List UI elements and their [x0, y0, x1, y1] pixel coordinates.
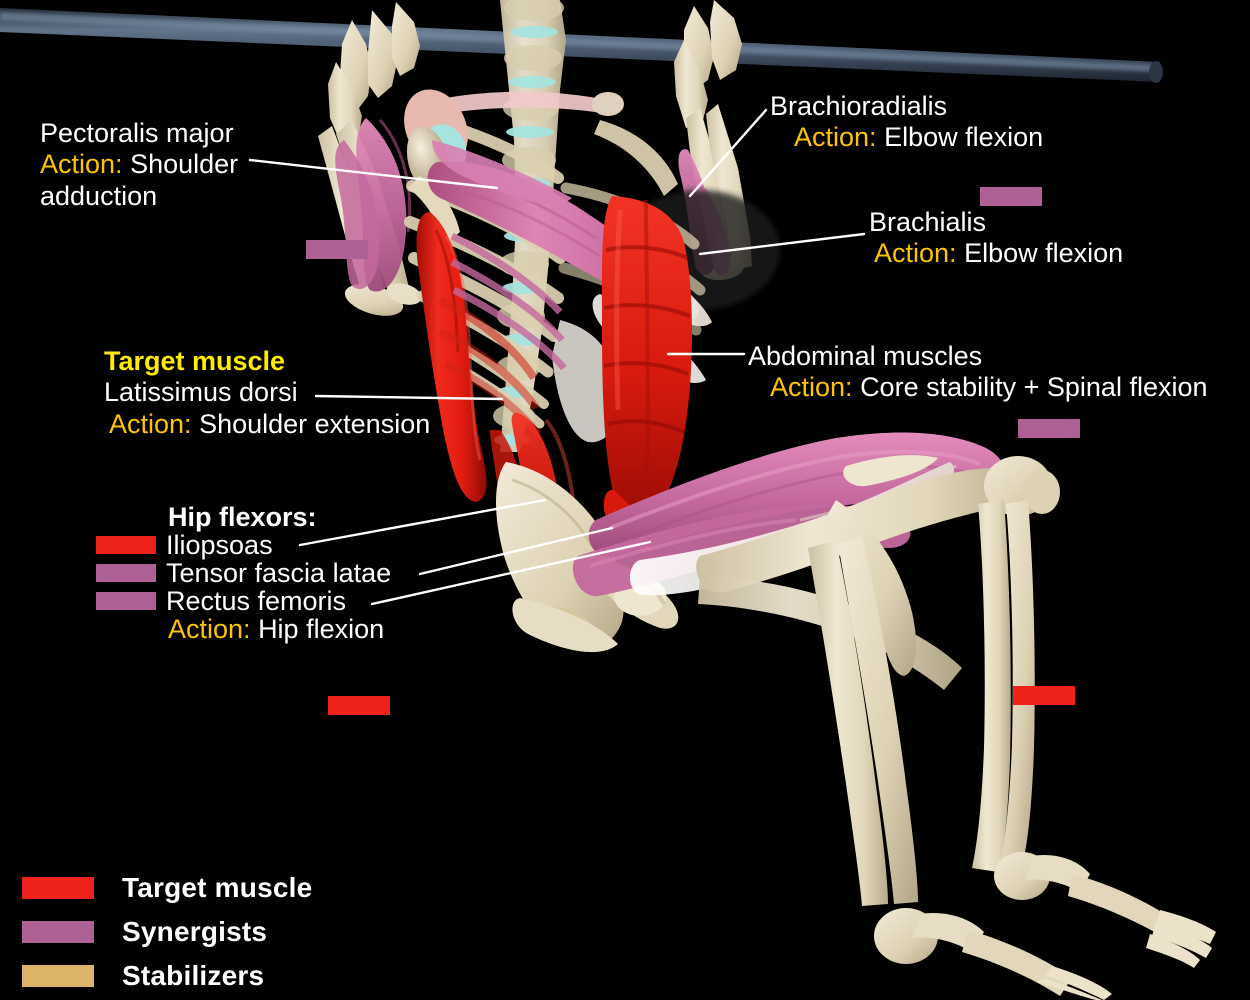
left-leg-bones	[698, 500, 962, 906]
brachialis-action-value: Elbow flexion	[964, 238, 1124, 269]
brachioradialis-action-value: Elbow flexion	[884, 122, 1044, 153]
abdominal-label: Abdominal muscles	[748, 341, 983, 371]
rectus-femoris-label: Rectus femoris	[166, 585, 347, 616]
callout-hip-flexors: Hip flexors: Iliopsoas Tensor fascia lat…	[96, 501, 392, 644]
hip-flexor-item-rectus-femoris: Rectus femoris	[96, 585, 391, 616]
pectoralis-major-label: Pectoralis major	[40, 118, 234, 148]
hip-flexor-item-iliopsoas: Iliopsoas	[96, 529, 391, 560]
leader-rectus-femoris	[370, 540, 652, 606]
latissimus-action-value: Shoulder extension	[199, 408, 431, 439]
abdominal-action-label: Action:	[770, 372, 853, 403]
leader-lines	[248, 108, 866, 606]
latissimus-dorsi-muscle	[416, 212, 542, 502]
legend-swatch-stabilizers	[22, 965, 94, 987]
legend-label-stabilizers: Stabilizers	[122, 960, 265, 991]
brachialis-action-label: Action:	[874, 238, 957, 269]
tensor-fascia-latae-swatch	[96, 564, 156, 582]
callout-latissimus-dorsi: Target muscle Latissimus dorsi Action: S…	[104, 346, 431, 715]
latissimus-dorsi-label: Latissimus dorsi	[104, 377, 298, 408]
legend-item-synergists: Synergists	[22, 910, 312, 954]
target-muscle-heading: Target muscle	[104, 346, 286, 376]
legend-item-target-muscle: Target muscle	[22, 866, 312, 910]
legend-swatch-target-muscle	[22, 877, 94, 899]
legend: Target muscle Synergists Stabilizers	[22, 866, 312, 998]
hip-flexor-item-tensor-fascia-latae: Tensor fascia latae	[96, 557, 392, 588]
leader-brachialis	[698, 232, 866, 256]
callout-pectoralis-major: Pectoralis major Action: Shoulder adduct…	[40, 118, 368, 259]
abdominal-swatch	[1013, 686, 1075, 705]
hip-flexors-action-label: Action:	[168, 613, 251, 644]
callout-brachialis: Brachialis Action: Elbow flexion	[869, 207, 1124, 438]
serratus-fibers	[450, 232, 567, 371]
callout-brachioradialis: Brachioradialis Action: Elbow flexion	[770, 91, 1044, 206]
left-foot	[874, 908, 1112, 1000]
hip-flexors-heading: Hip flexors:	[168, 501, 317, 532]
legend-label-synergists: Synergists	[122, 916, 268, 947]
iliopsoas-swatch	[96, 536, 156, 554]
brachioradialis-swatch	[980, 187, 1042, 206]
pectoralis-action-value: Shoulder	[130, 149, 239, 180]
latissimus-action-label: Action:	[109, 408, 192, 439]
leader-pectoralis	[248, 158, 499, 190]
legend-item-stabilizers: Stabilizers	[22, 954, 312, 998]
leader-brachioradialis	[688, 108, 768, 198]
legend-label-target-muscle: Target muscle	[122, 872, 313, 903]
right-foot	[994, 852, 1216, 968]
brachialis-swatch	[1018, 419, 1080, 438]
pectoralis-action-value-2: adduction	[40, 180, 158, 211]
pectoralis-action-label: Action:	[40, 149, 123, 180]
brachioradialis-label: Brachioradialis	[770, 91, 948, 121]
leader-iliopsoas	[298, 498, 547, 547]
latissimus-swatch	[328, 696, 390, 715]
callout-abdominal-muscles: Abdominal muscles Action: Core stability…	[748, 341, 1208, 705]
pectoralis-major-swatch	[306, 240, 368, 259]
iliopsoas-label: Iliopsoas	[166, 529, 273, 560]
brachialis-label: Brachialis	[869, 207, 987, 237]
abdominal-action-value: Core stability + Spinal flexion	[860, 372, 1208, 403]
leader-latissimus	[314, 394, 504, 401]
brachioradialis-action-label: Action:	[794, 122, 877, 153]
pullup-bar	[0, 8, 1163, 83]
legend-swatch-synergists	[22, 921, 94, 943]
hip-flexors-action-value: Hip flexion	[258, 613, 385, 644]
leader-tensor-fascia-latae	[418, 526, 614, 576]
tensor-fascia-latae-label: Tensor fascia latae	[166, 557, 392, 588]
rectus-femoris-swatch	[96, 592, 156, 610]
